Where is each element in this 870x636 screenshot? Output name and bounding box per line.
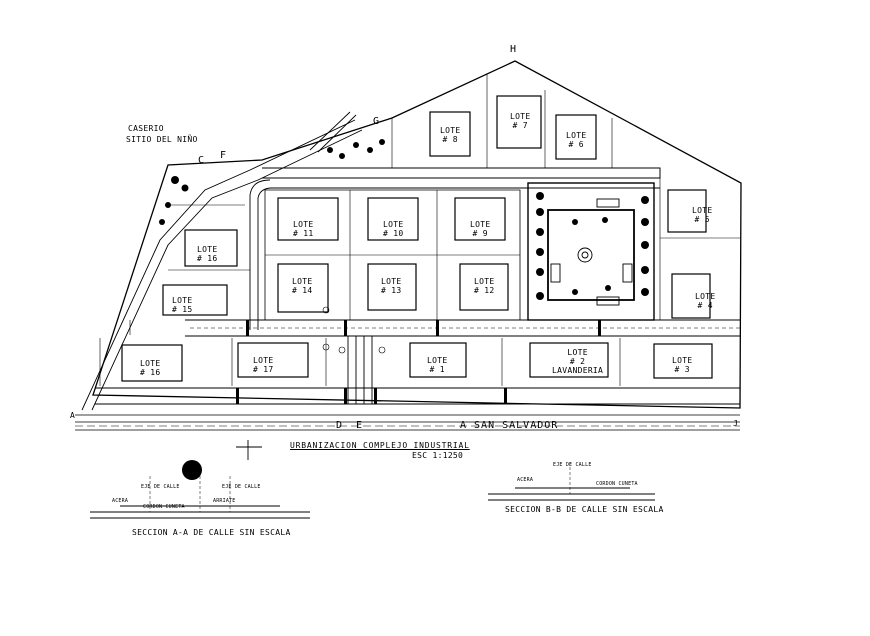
section-a-eje-left: EJE DE CALLE xyxy=(141,484,180,490)
lote-label: LOTE# 9 xyxy=(470,220,491,238)
lote-label: LOTE# 3 xyxy=(672,356,693,374)
section-b-ground xyxy=(488,487,655,501)
lote-label: LOTE# 4 xyxy=(695,292,716,310)
lote-label: LOTE# 16 xyxy=(197,245,218,263)
section-a-cordon: CORDON CUNETA xyxy=(143,504,185,510)
marker-c: C xyxy=(198,155,206,166)
park-block xyxy=(527,182,655,321)
lote-label: LOTE# 7 xyxy=(510,112,531,130)
lote-label: LOTE# 10 xyxy=(383,220,404,238)
lote-label: LOTE# 16 xyxy=(140,359,161,377)
marker-a: A xyxy=(70,411,76,420)
lote-label: LOTE# 5 xyxy=(692,206,713,224)
marker-e: E xyxy=(356,420,364,431)
place-san-salvador: A SAN SALVADOR xyxy=(460,420,559,431)
marker-j: J xyxy=(733,419,739,428)
marker-d: D xyxy=(336,420,344,431)
place-caserio: CASERIO xyxy=(128,124,164,133)
ring-road xyxy=(262,167,661,179)
lote-label: LOTE# 17 xyxy=(253,356,274,374)
lote-label: LOTE# 14 xyxy=(292,277,313,295)
section-a-eje-right: EJE DE CALLE xyxy=(222,484,261,490)
section-b-cordon: CORDON CUNETA xyxy=(596,481,638,487)
plan-scale: ESC 1:1250 xyxy=(412,451,464,460)
marker-g: G xyxy=(373,116,381,127)
lote-label: LOTE# 1 xyxy=(427,356,448,374)
fountain xyxy=(577,247,593,263)
lote-label: LOTE# 12 xyxy=(474,277,495,295)
lote-label: LOTE# 11 xyxy=(293,220,314,238)
lote-label: LOTE# 15 xyxy=(172,296,193,314)
marker-f: F xyxy=(220,150,228,161)
section-b-acera: ACERA xyxy=(517,477,534,483)
section-a-caption: SECCION A-A DE CALLE SIN ESCALA xyxy=(132,528,291,537)
place-sitio: SITIO DEL NIÑO xyxy=(126,135,198,144)
plan-title: URBANIZACION COMPLEJO INDUSTRIAL xyxy=(290,441,470,450)
section-b-eje: EJE DE CALLE xyxy=(553,462,592,468)
section-a-acera: ACERA xyxy=(112,498,129,504)
lote-label: LOTE# 13 xyxy=(381,277,402,295)
section-b-caption: SECCION B-B DE CALLE SIN ESCALA xyxy=(505,505,664,514)
main-road xyxy=(95,387,740,405)
access-road xyxy=(81,119,356,411)
lote-label: LOTE# 8 xyxy=(440,126,461,144)
marker-h: H xyxy=(510,44,518,55)
lote-label: LOTE# 6 xyxy=(566,131,587,149)
site-boundary xyxy=(92,60,742,409)
section-a-arriate: ARRIATE xyxy=(213,498,236,504)
